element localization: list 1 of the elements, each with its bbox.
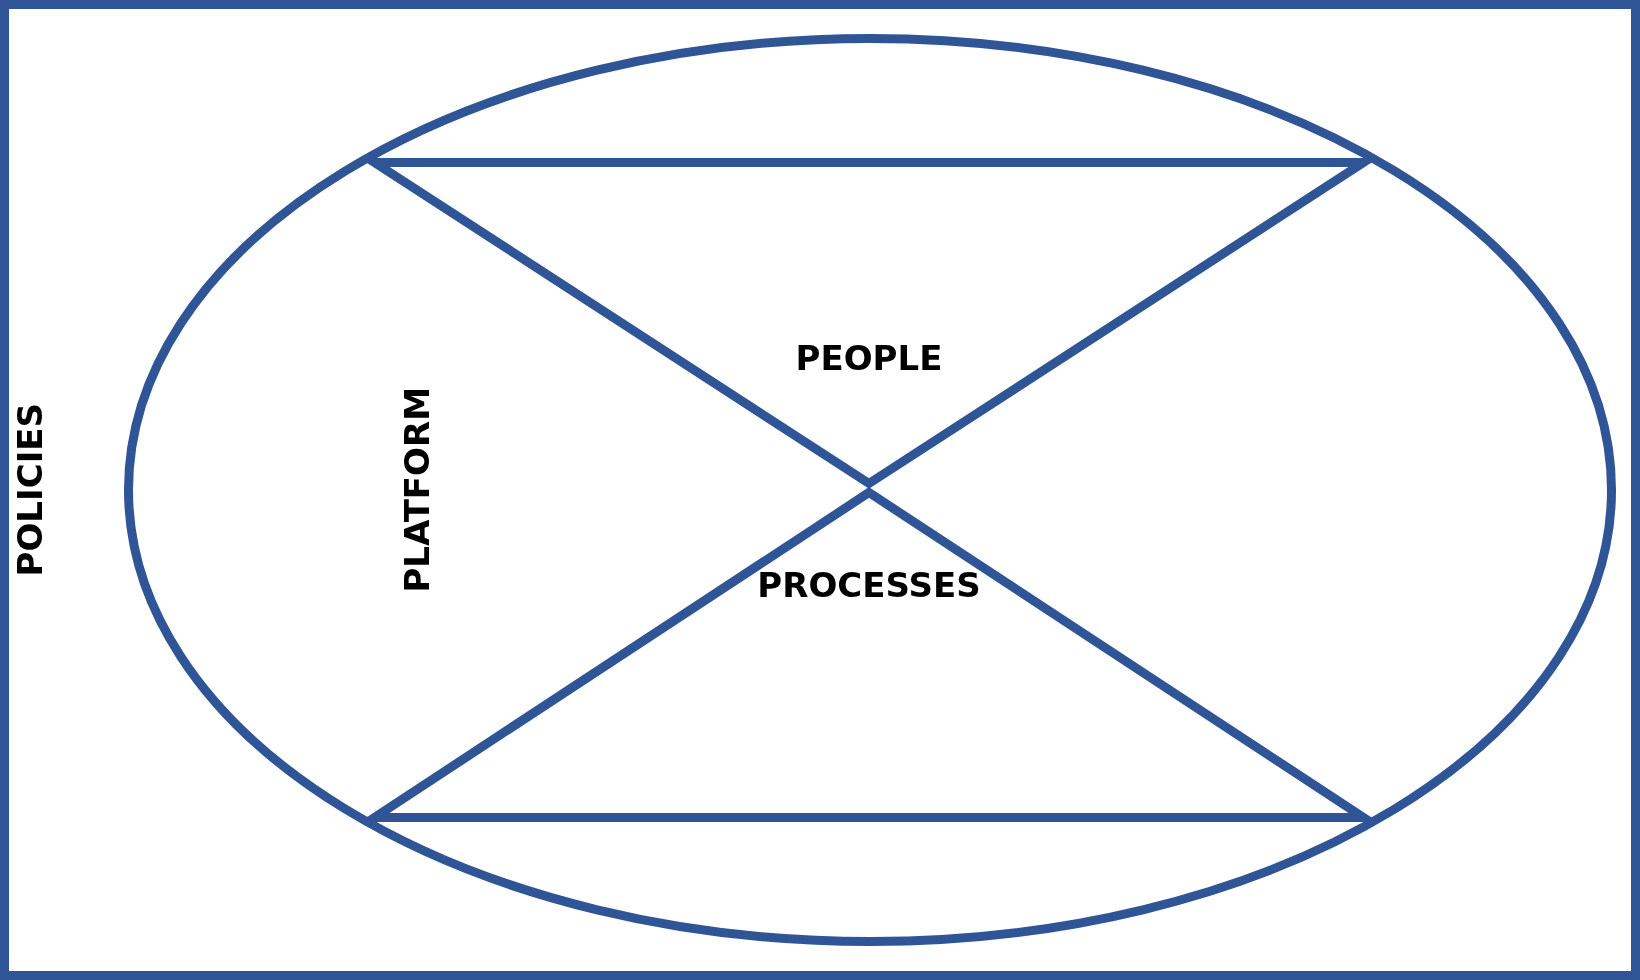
frame-label: POLICIES xyxy=(13,403,47,577)
